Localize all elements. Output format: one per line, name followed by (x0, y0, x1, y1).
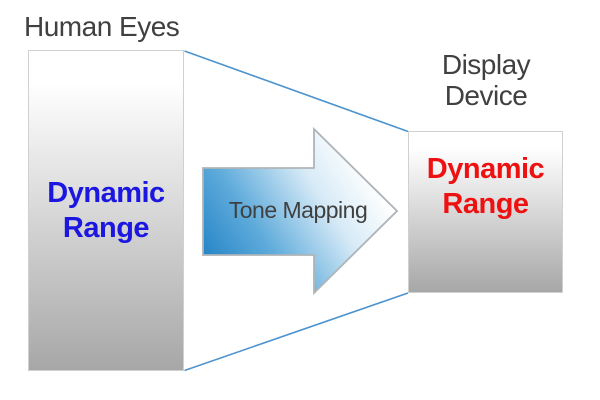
display-device-heading: Display Device (408, 49, 564, 111)
tone-mapping-label: Tone Mapping (228, 197, 368, 223)
display-device-dynamic-range-box: Dynamic Range (408, 131, 563, 293)
range-label-line-2: Range (442, 188, 529, 220)
bottom-funnel-line (184, 292, 409, 372)
human-eyes-dynamic-range-box: Dynamic Range (28, 50, 184, 371)
range-label-line-1: Dynamic (47, 176, 165, 209)
range-label-line-1: Dynamic (426, 153, 545, 185)
range-label-line-2: Range (62, 211, 150, 244)
human-eyes-range-label: Dynamic Range (47, 176, 165, 246)
top-funnel-line (184, 50, 409, 133)
display-device-heading-line-2: Device (444, 80, 528, 111)
display-device-range-label: Dynamic Range (426, 152, 545, 222)
display-device-heading-line-1: Display (441, 49, 531, 80)
human-eyes-heading: Human Eyes (24, 11, 180, 42)
